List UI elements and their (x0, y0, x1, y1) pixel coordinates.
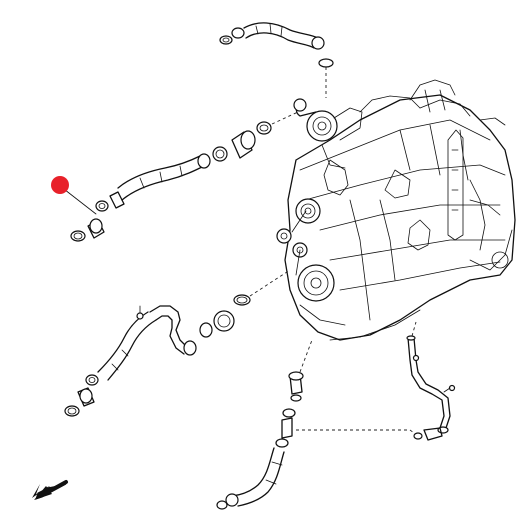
callout-marker[interactable] (51, 176, 97, 215)
charge-air-hose (70, 111, 299, 242)
coolant-pipe-assembly (406, 321, 456, 441)
upper-air-hose (219, 22, 334, 98)
arrow-down-left-icon (32, 480, 68, 500)
engine-pulleys (276, 198, 335, 302)
lower-coolant-hose (64, 269, 291, 417)
lower-radiator-hose (216, 339, 419, 510)
engine-block (284, 79, 516, 341)
turbocharger (293, 98, 363, 169)
